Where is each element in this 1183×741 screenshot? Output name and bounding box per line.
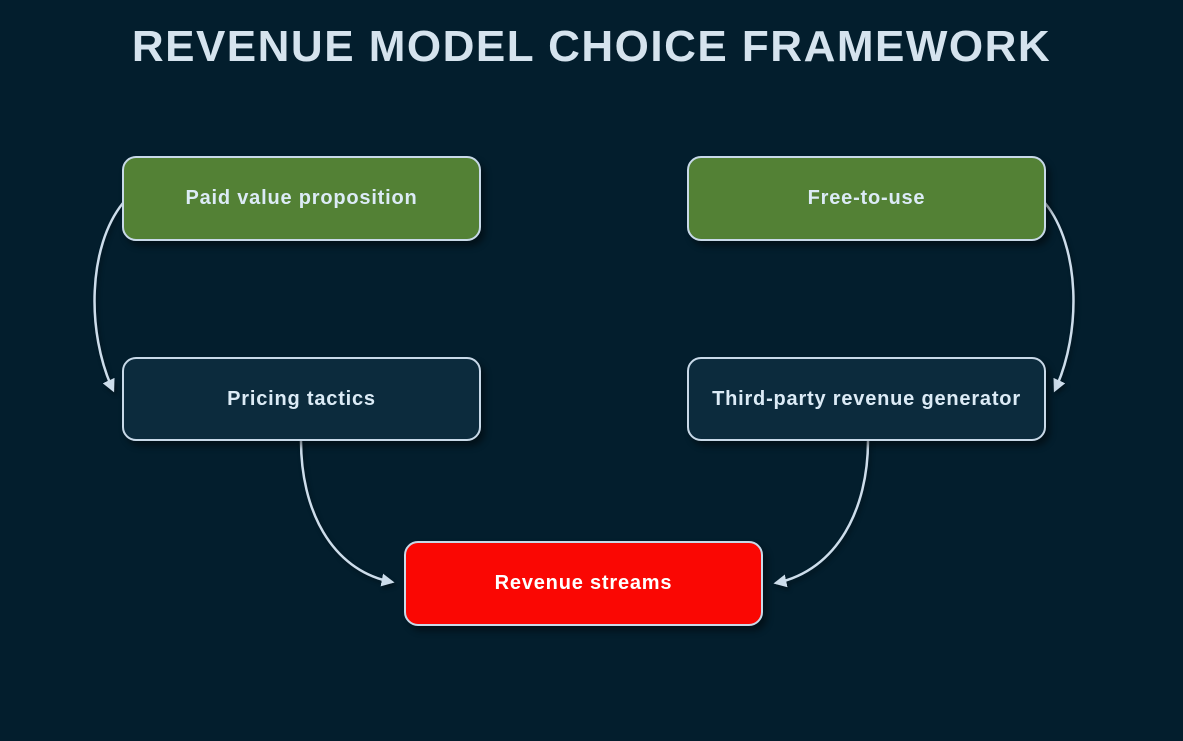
- node-third-party-revenue-generator: Third-party revenue generator: [687, 357, 1046, 441]
- edge-free-to-third: [1044, 202, 1075, 393]
- node-revenue-streams: Revenue streams: [404, 541, 763, 626]
- node-pricing-tactics: Pricing tactics: [122, 357, 481, 441]
- diagram-title: REVENUE MODEL CHOICE FRAMEWORK: [131, 22, 1052, 71]
- node-paid-value-proposition: Paid value proposition: [122, 156, 481, 241]
- edge-paid-to-pricing: [93, 202, 124, 393]
- node-free-to-use: Free-to-use: [687, 156, 1046, 241]
- edge-third-to-revenue: [773, 440, 870, 588]
- edge-pricing-to-revenue: [299, 440, 395, 587]
